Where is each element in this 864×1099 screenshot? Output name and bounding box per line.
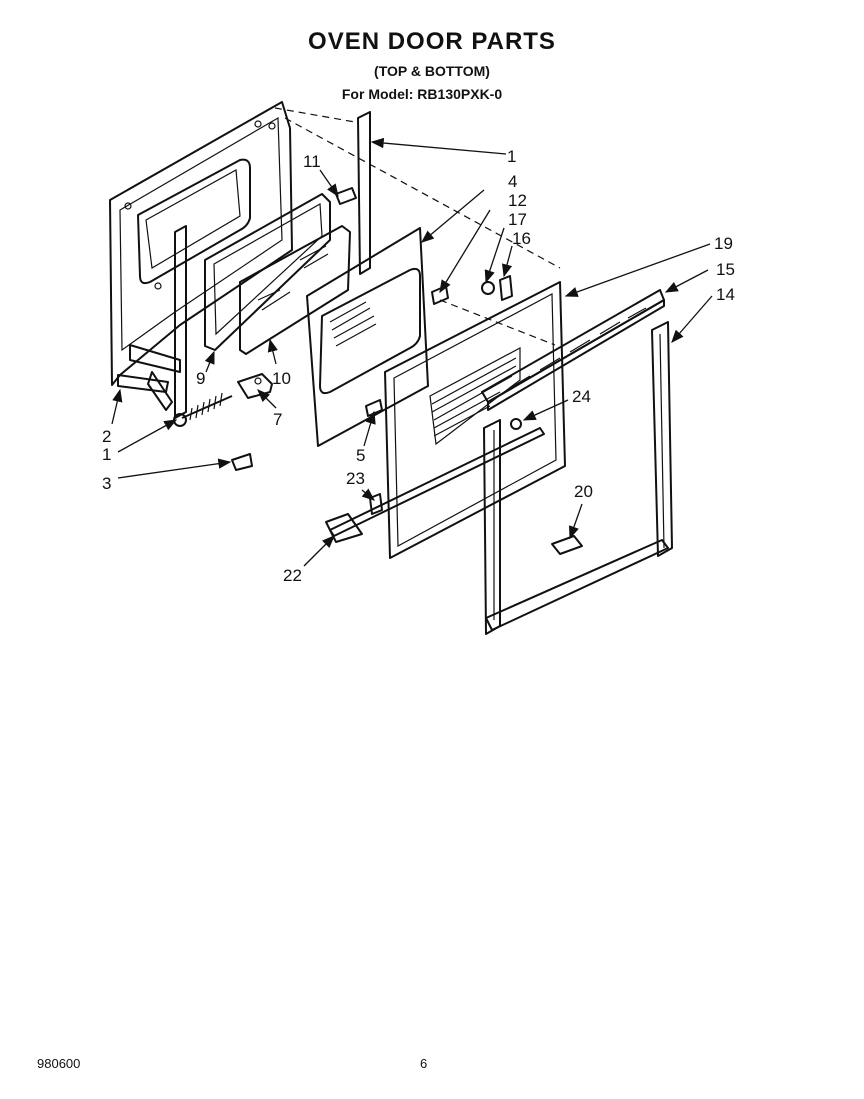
clip-12 <box>431 285 449 305</box>
door-clip <box>231 453 253 471</box>
page-number: 6 <box>420 1056 428 1071</box>
footer-code: 980600 <box>37 1056 81 1071</box>
callout-5: 5 <box>356 446 365 465</box>
callout-10: 10 <box>272 369 291 388</box>
door-trim-frame <box>483 321 673 635</box>
window-glass <box>239 225 351 355</box>
callout-19: 19 <box>714 234 733 253</box>
hinge-spring <box>173 392 233 427</box>
callout-3: 3 <box>102 474 111 493</box>
callout-20: 20 <box>574 482 593 501</box>
callout-2: 2 <box>102 427 111 446</box>
callout-14: 14 <box>716 285 735 304</box>
clip-11 <box>335 187 357 205</box>
model-line: For Model: RB130PXK-0 <box>341 86 503 102</box>
callout-4: 4 <box>508 172 517 191</box>
bracket-20 <box>551 535 583 555</box>
window-gasket <box>204 193 331 351</box>
callout-17: 17 <box>508 210 527 229</box>
callout-23: 23 <box>346 469 365 488</box>
callout-11: 11 <box>303 152 321 171</box>
alignment-line <box>284 117 561 269</box>
alignment-line <box>274 107 356 123</box>
page-subtitle: (TOP & BOTTOM) <box>374 63 490 79</box>
hinge-bracket <box>237 373 273 399</box>
callout-15: 15 <box>716 260 735 279</box>
screw-24 <box>510 418 522 430</box>
door-channel-right <box>357 111 371 275</box>
callout-16: 16 <box>512 229 531 248</box>
insulation-panel <box>306 227 429 447</box>
callout-12: 12 <box>508 191 527 210</box>
callout-9: 9 <box>196 369 205 388</box>
fastener-17 <box>481 281 495 295</box>
page-title: OVEN DOOR PARTS <box>308 28 556 55</box>
vent-mesh <box>429 347 521 446</box>
top-trim <box>481 289 665 411</box>
door-channel-left <box>117 225 187 419</box>
callout-1: 1 <box>507 147 516 166</box>
inner-door-liner <box>109 101 293 386</box>
callout-7: 7 <box>273 410 282 429</box>
callout-1b: 1 <box>102 445 111 464</box>
callout-24: 24 <box>572 387 591 406</box>
bracket-16 <box>499 275 513 301</box>
outer-door-panel <box>384 281 566 559</box>
callout-22: 22 <box>283 566 302 585</box>
